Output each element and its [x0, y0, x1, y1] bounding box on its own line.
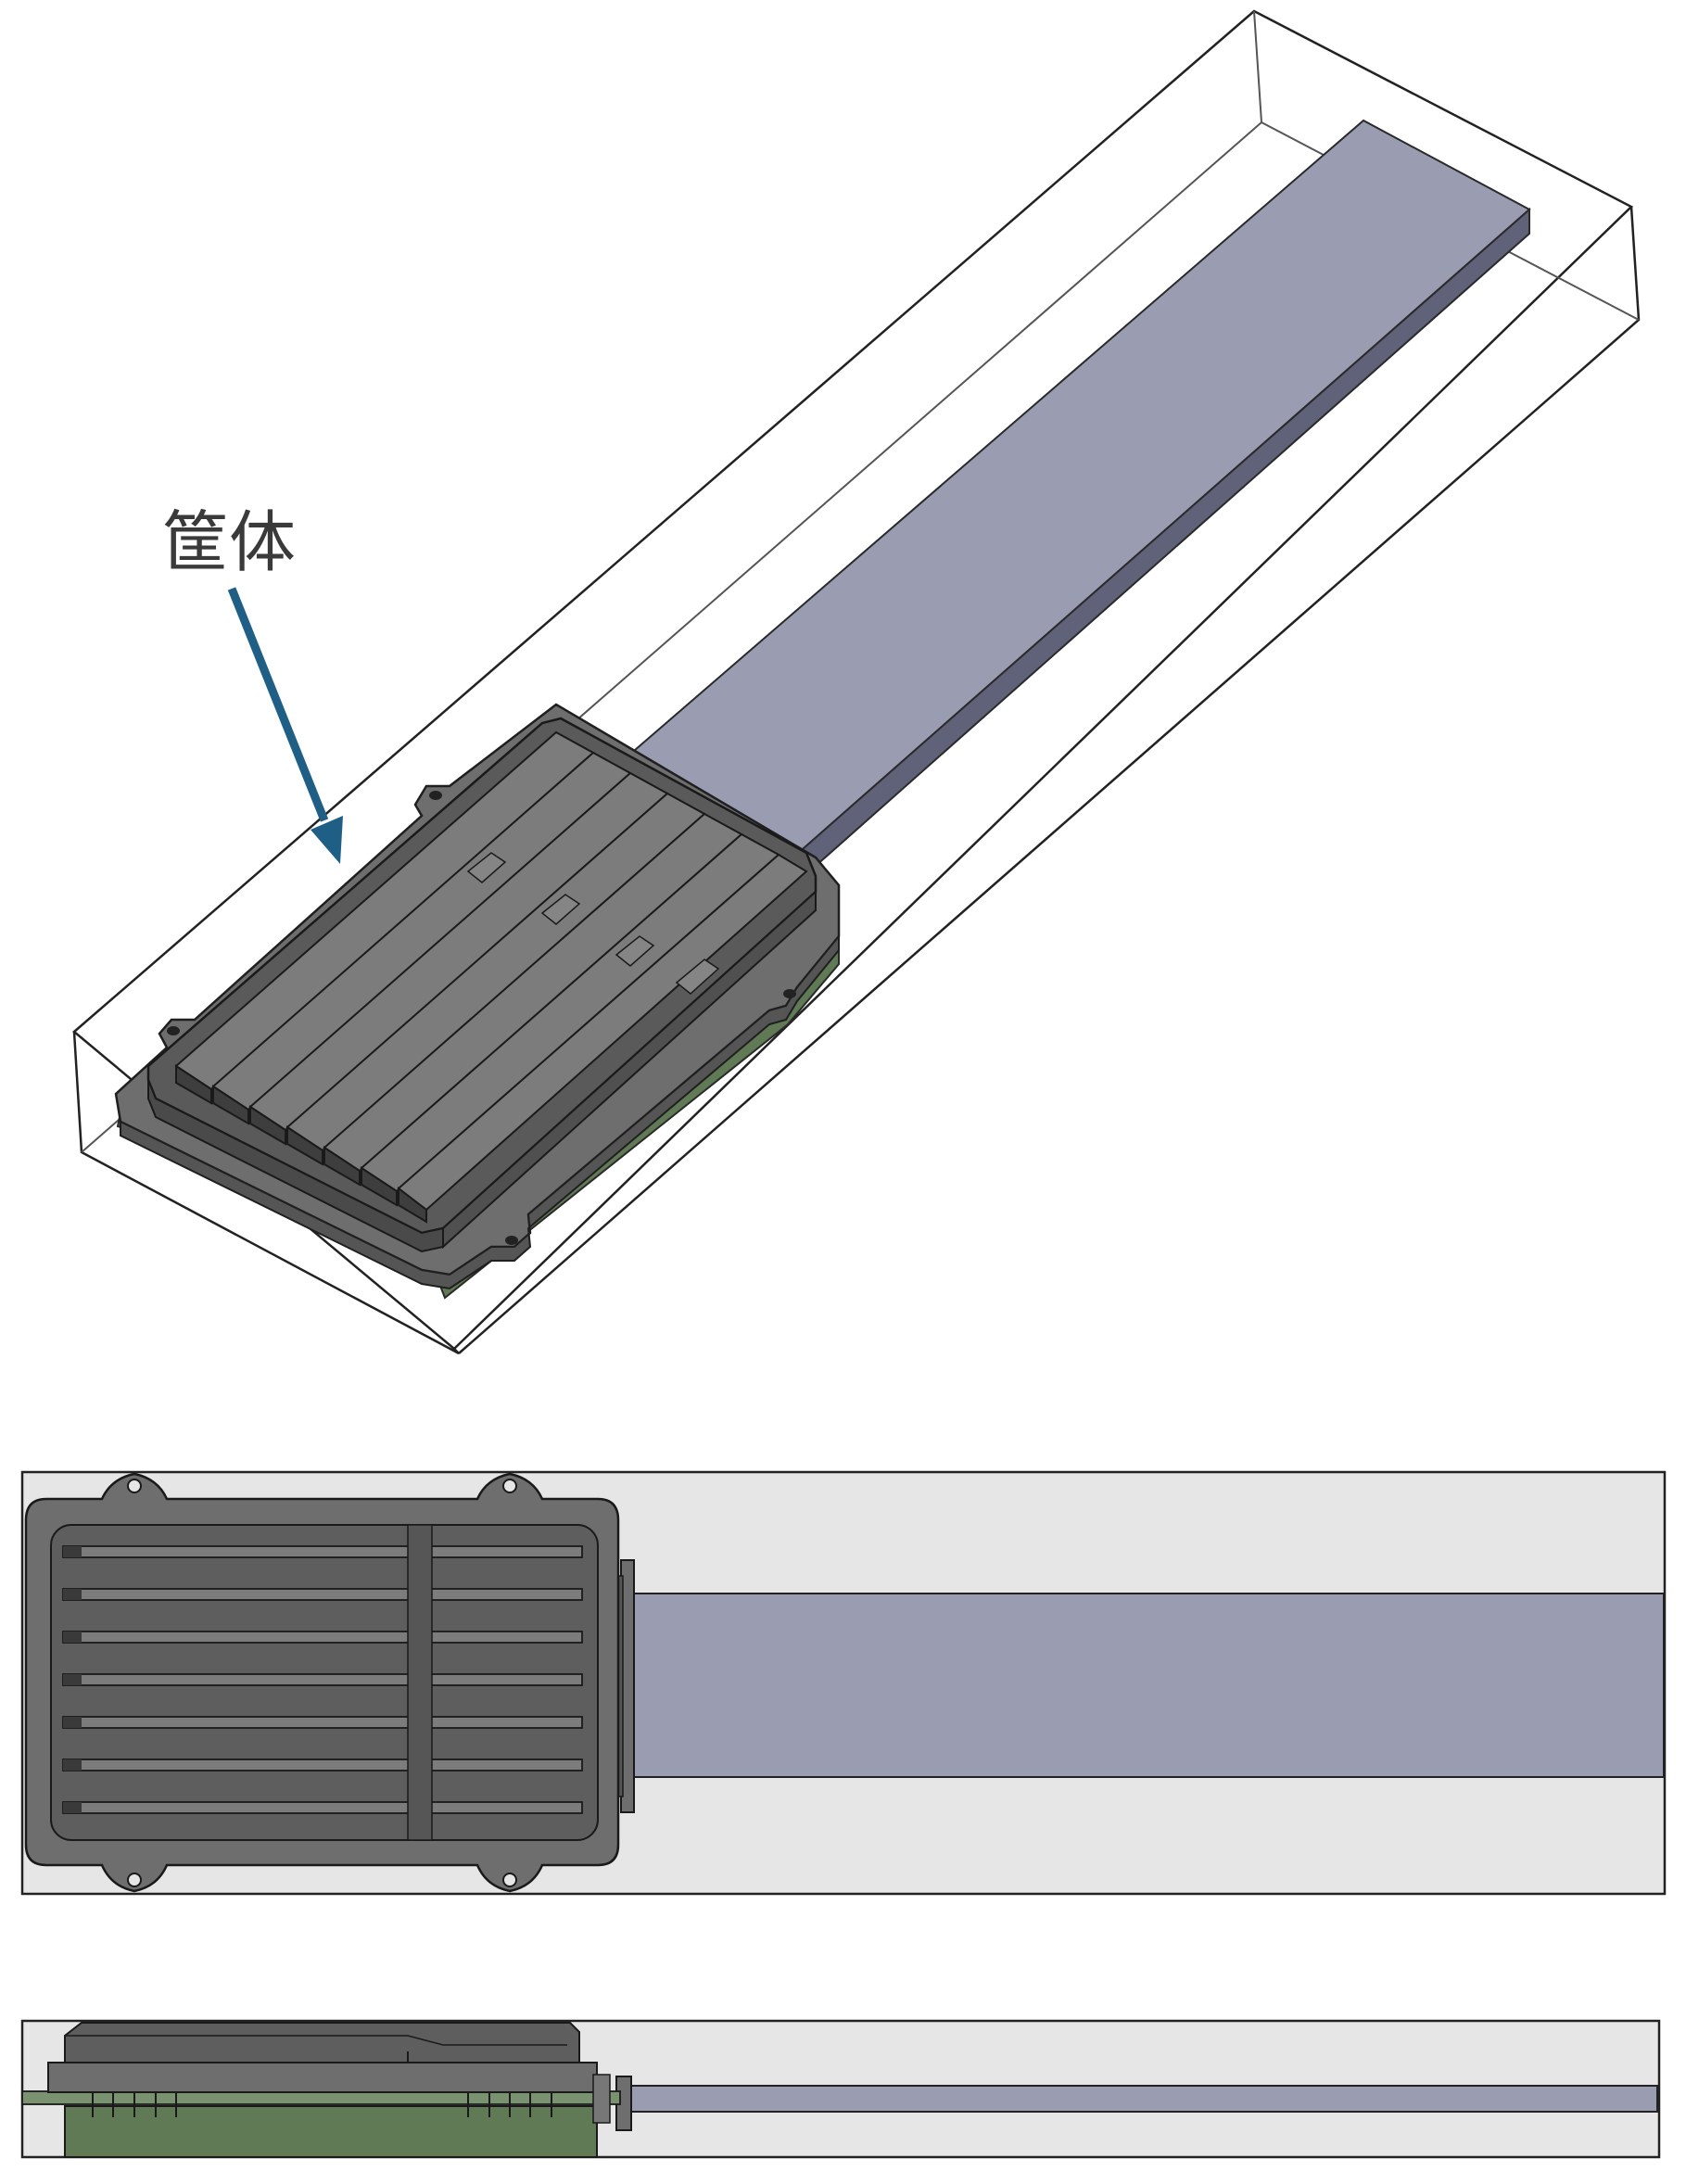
pcb-board-side	[64, 2105, 598, 2158]
flat-plate-top	[632, 1593, 1665, 1778]
flat-plate-iso	[605, 119, 1531, 891]
isometric-view: 筐体	[72, 9, 1641, 1355]
side-view	[20, 2019, 1661, 2159]
top-view	[20, 1470, 1667, 1896]
housing-flange-side	[47, 2062, 598, 2093]
heatsink-fins-iso	[174, 730, 808, 1224]
fin-ridge-top	[407, 1524, 433, 1841]
fin-ridges-iso	[466, 852, 720, 995]
heatsink-fins-top	[62, 1545, 583, 1814]
flat-plate-side	[629, 2085, 1658, 2113]
housing-body-side	[64, 2022, 580, 2063]
annotation-label: 筐体	[162, 503, 296, 581]
annotation-arrow	[227, 587, 343, 864]
